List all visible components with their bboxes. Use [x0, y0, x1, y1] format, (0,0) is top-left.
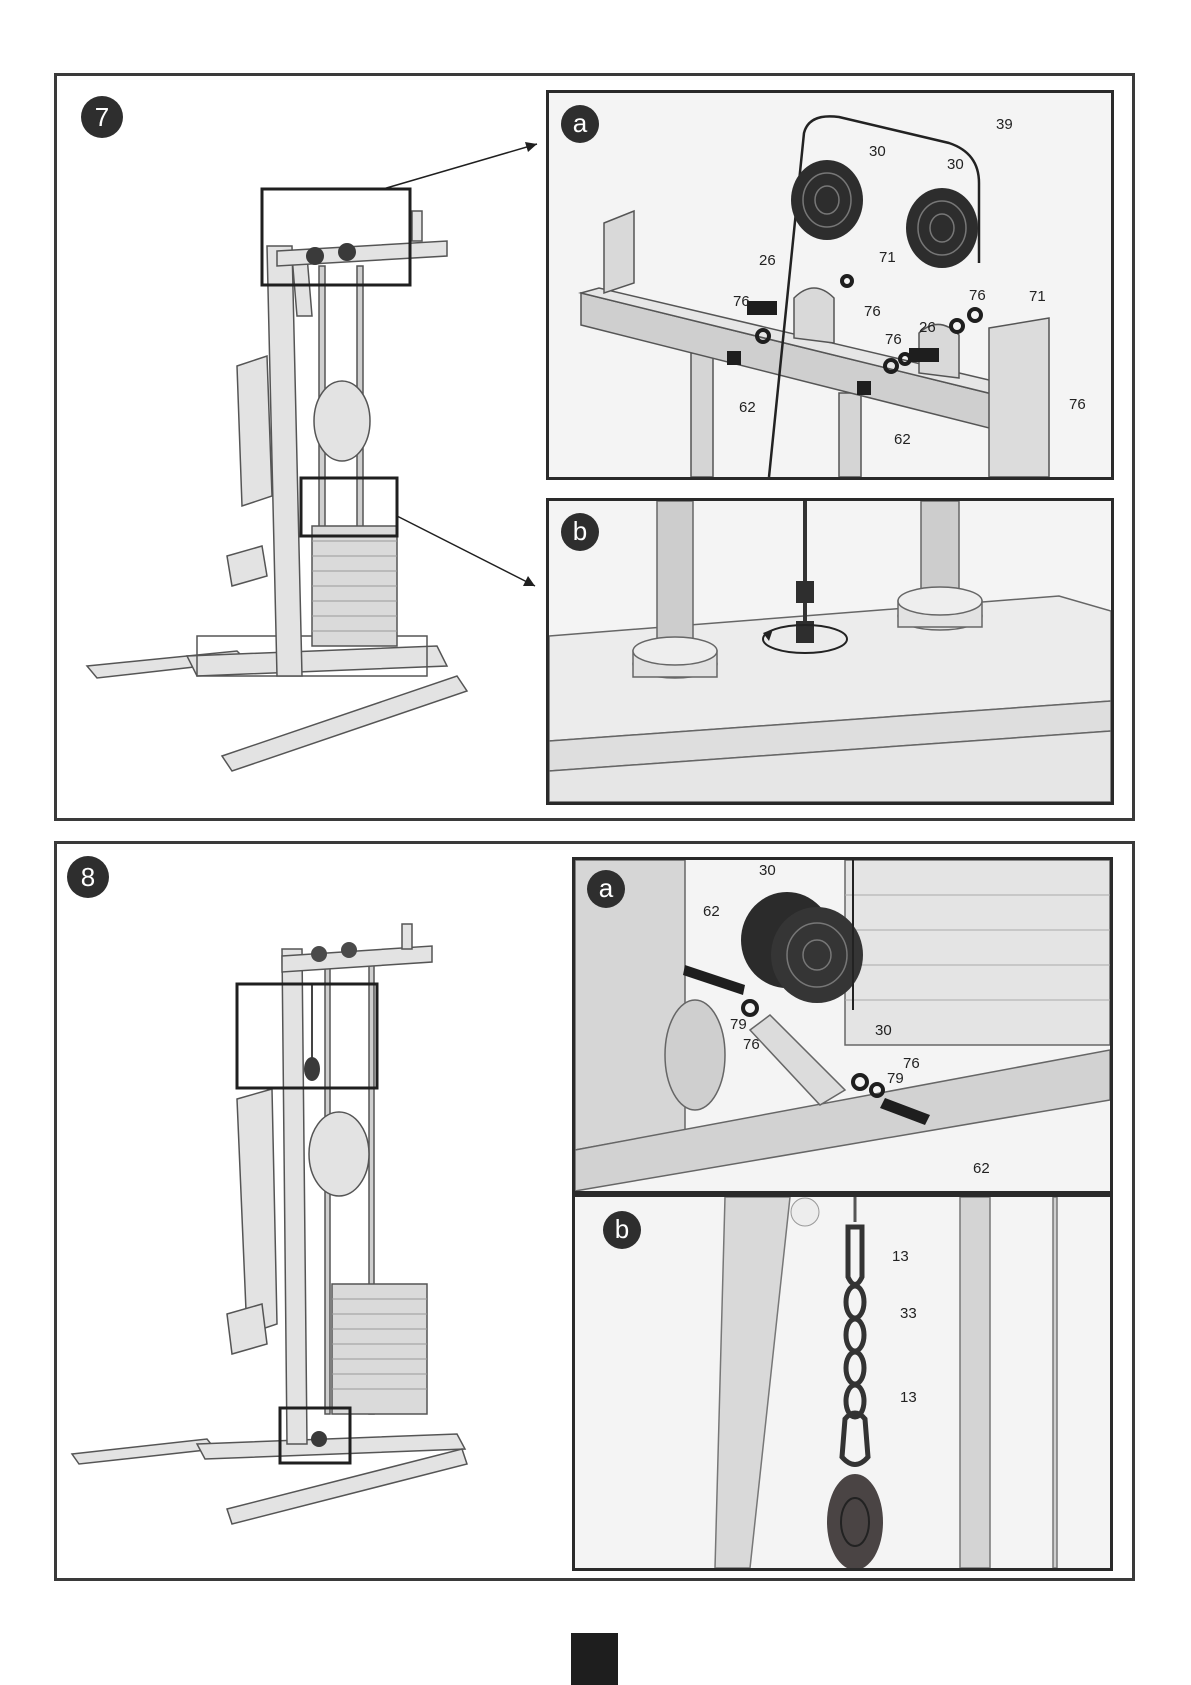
part-label: 26	[759, 252, 776, 269]
step-7-machine-drawing	[57, 76, 557, 816]
step-7-inset-a: a 39 30 30 26 71 76 76 71 76 26 76 76 62…	[546, 90, 1114, 480]
part-label: 30	[947, 156, 964, 173]
step-7-inset-b: b	[546, 498, 1114, 805]
part-label: 76	[733, 293, 750, 310]
inset-7a-pulley-drawing	[549, 93, 1111, 477]
part-label: 79	[887, 1070, 904, 1087]
part-label: 76	[903, 1055, 920, 1072]
inset-8b-chain-drawing	[575, 1197, 1110, 1568]
step-8-inset-a: a 30 62 79 76 30 76 79 62	[572, 857, 1113, 1194]
page-number-box	[571, 1633, 618, 1685]
part-label: 39	[996, 116, 1013, 133]
part-label: 71	[879, 249, 896, 266]
part-label: 71	[1029, 288, 1046, 305]
part-label: 62	[703, 903, 720, 920]
step-8-inset-b: b 13 33 13	[572, 1194, 1113, 1571]
inset-7b-weight-stack-drawing	[549, 501, 1111, 802]
inset-8a-letter-badge: a	[587, 870, 625, 908]
inset-8a-lower-pulley-drawing	[575, 860, 1110, 1191]
part-label: 76	[743, 1036, 760, 1053]
part-label: 62	[894, 431, 911, 448]
part-label: 76	[864, 303, 881, 320]
part-label: 62	[973, 1160, 990, 1177]
part-label: 30	[759, 862, 776, 879]
part-label: 33	[900, 1305, 917, 1322]
inset-8b-letter-badge: b	[603, 1211, 641, 1249]
step-7-panel: 7	[54, 73, 1135, 821]
part-label: 62	[739, 399, 756, 416]
part-label: 76	[885, 331, 902, 348]
part-label: 79	[730, 1016, 747, 1033]
part-label: 30	[875, 1022, 892, 1039]
part-label: 76	[1069, 396, 1086, 413]
step-8-panel: 8	[54, 841, 1135, 1581]
part-label: 13	[892, 1248, 909, 1265]
part-label: 26	[919, 319, 936, 336]
inset-7b-letter-badge: b	[561, 513, 599, 551]
part-label: 76	[969, 287, 986, 304]
inset-7a-letter-badge: a	[561, 105, 599, 143]
step-8-machine-drawing	[57, 844, 557, 1574]
part-label: 13	[900, 1389, 917, 1406]
part-label: 30	[869, 143, 886, 160]
